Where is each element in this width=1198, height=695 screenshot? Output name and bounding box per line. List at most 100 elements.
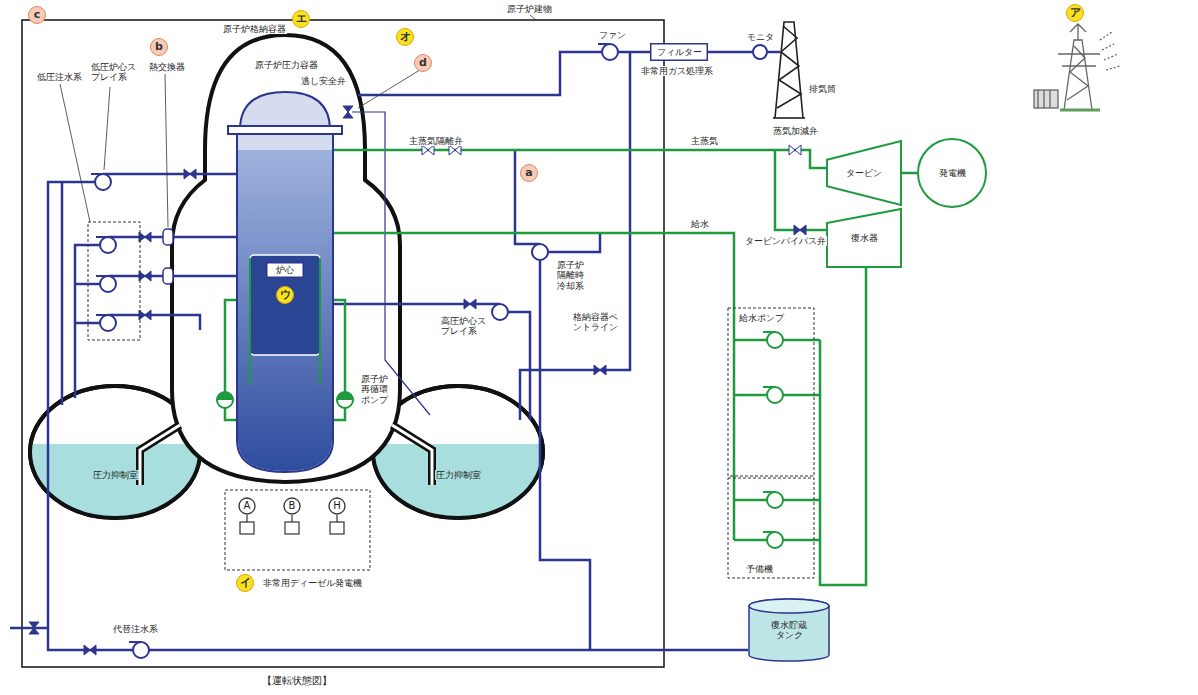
pipe	[767, 51, 780, 54]
leader-line	[530, 15, 536, 20]
pipe	[358, 52, 602, 95]
pipe	[548, 233, 600, 252]
recirculation-pump	[217, 392, 233, 408]
diesel-generator-body	[247, 515, 337, 522]
diesel-generator-body	[285, 522, 299, 534]
part-label: 原子炉格納容器	[222, 24, 287, 34]
node-text: 復水器	[851, 233, 878, 243]
steam-water-line	[734, 539, 767, 542]
pipe	[10, 627, 48, 630]
node-border	[918, 139, 986, 207]
part-label: ファン	[598, 30, 627, 40]
vent-pipe	[392, 425, 432, 485]
exhaust-stack	[773, 117, 805, 119]
shaft-connector	[902, 172, 917, 175]
pump-symbol	[96, 237, 116, 253]
suppression-chamber	[30, 444, 200, 518]
pump-symbol	[91, 44, 618, 658]
pipe	[48, 182, 133, 650]
pump-symbol	[91, 174, 111, 190]
part-label: 熱交換器	[148, 62, 186, 72]
pipe	[515, 150, 540, 244]
part-label: 原子炉圧力容器	[254, 60, 319, 70]
part-label: 原子炉隔離時冷却系	[556, 260, 586, 291]
pipe	[103, 173, 237, 176]
part-label: 予備機	[745, 564, 774, 574]
node-text: 復水貯蔵タンク	[769, 620, 809, 641]
heat-exchanger	[163, 229, 173, 284]
pipe	[10, 52, 780, 650]
steam-water-line	[333, 300, 345, 392]
part-label: 原子炉建物	[506, 4, 553, 14]
callout-number: イ	[236, 574, 254, 592]
leader-line	[104, 87, 110, 170]
callout-number: オ	[396, 28, 414, 46]
reactor-pressure-vessel	[238, 150, 332, 471]
power-grid-illustration	[1038, 90, 1050, 108]
filter-box: フィルター	[650, 43, 708, 61]
part-label: 給水ポンプ	[738, 313, 785, 323]
valve-symbol	[139, 271, 151, 281]
power-grid-illustration	[1070, 24, 1086, 40]
reactor-pressure-vessel	[228, 92, 342, 472]
pump-symbol	[96, 276, 116, 292]
part-label: 給水	[690, 219, 710, 229]
power-grid-illustration	[1034, 90, 1058, 108]
part-label: 圧力抑制室	[92, 470, 139, 480]
part-label: モニタ	[746, 32, 775, 42]
pipe	[61, 182, 64, 405]
valve-symbol	[139, 232, 151, 242]
callout-number: c	[28, 6, 46, 24]
feed-pump-symbol	[763, 332, 783, 348]
valve-symbol	[464, 299, 476, 309]
callout-number: ウ	[276, 286, 294, 304]
pump-symbol	[598, 44, 618, 60]
part-label: タービンバイパス弁	[744, 236, 827, 246]
reactor-pressure-vessel	[250, 258, 320, 385]
dashed-group	[728, 478, 814, 578]
diesel-generator-body	[330, 522, 344, 534]
callout-number: b	[150, 38, 168, 56]
steam-water-line	[225, 150, 866, 585]
steam-water-line	[333, 150, 826, 168]
dashed-group	[728, 308, 814, 476]
pump-symbol	[528, 244, 548, 260]
node-text: 発電機	[939, 168, 966, 178]
part-label: 逃し安全弁	[300, 76, 347, 86]
node-border	[239, 498, 255, 514]
pipe	[520, 52, 630, 420]
relief-line	[352, 112, 430, 415]
feed-pump-symbol	[763, 387, 783, 403]
pipe	[75, 322, 100, 325]
reactor-pressure-vessel	[240, 92, 330, 130]
power-grid-illustration	[1058, 54, 1100, 66]
part-label: 非常用ディーゼル発電機	[262, 578, 363, 588]
dashed-group	[88, 222, 814, 578]
valve-symbol	[343, 106, 353, 118]
node-border	[749, 599, 829, 613]
turbine-shape: タービン	[826, 140, 902, 206]
node-text: B	[289, 500, 296, 512]
reactor-pressure-vessel	[228, 126, 342, 134]
diesel-generator: B	[283, 497, 301, 515]
power-grid-illustration	[1100, 32, 1120, 70]
steam-water-line	[734, 394, 767, 397]
callout-number: エ	[292, 10, 310, 28]
steam-valve-symbol	[422, 145, 801, 155]
node-border	[827, 209, 901, 267]
leader-line	[60, 15, 536, 227]
diesel-generator: H	[328, 497, 346, 515]
vent-pipe	[392, 425, 432, 485]
diesel-generator-body	[240, 515, 344, 534]
vent-pipe	[140, 425, 180, 485]
valve-symbol	[29, 622, 39, 634]
exhaust-stack	[773, 22, 805, 118]
power-grid-illustration	[1064, 40, 1092, 110]
bypass-valve-symbol	[794, 225, 806, 235]
leader-line	[165, 74, 168, 227]
steam-valve-symbol	[449, 145, 461, 155]
node-border	[267, 263, 304, 278]
pump-symbol	[488, 304, 508, 320]
steam-water-line	[225, 300, 237, 392]
